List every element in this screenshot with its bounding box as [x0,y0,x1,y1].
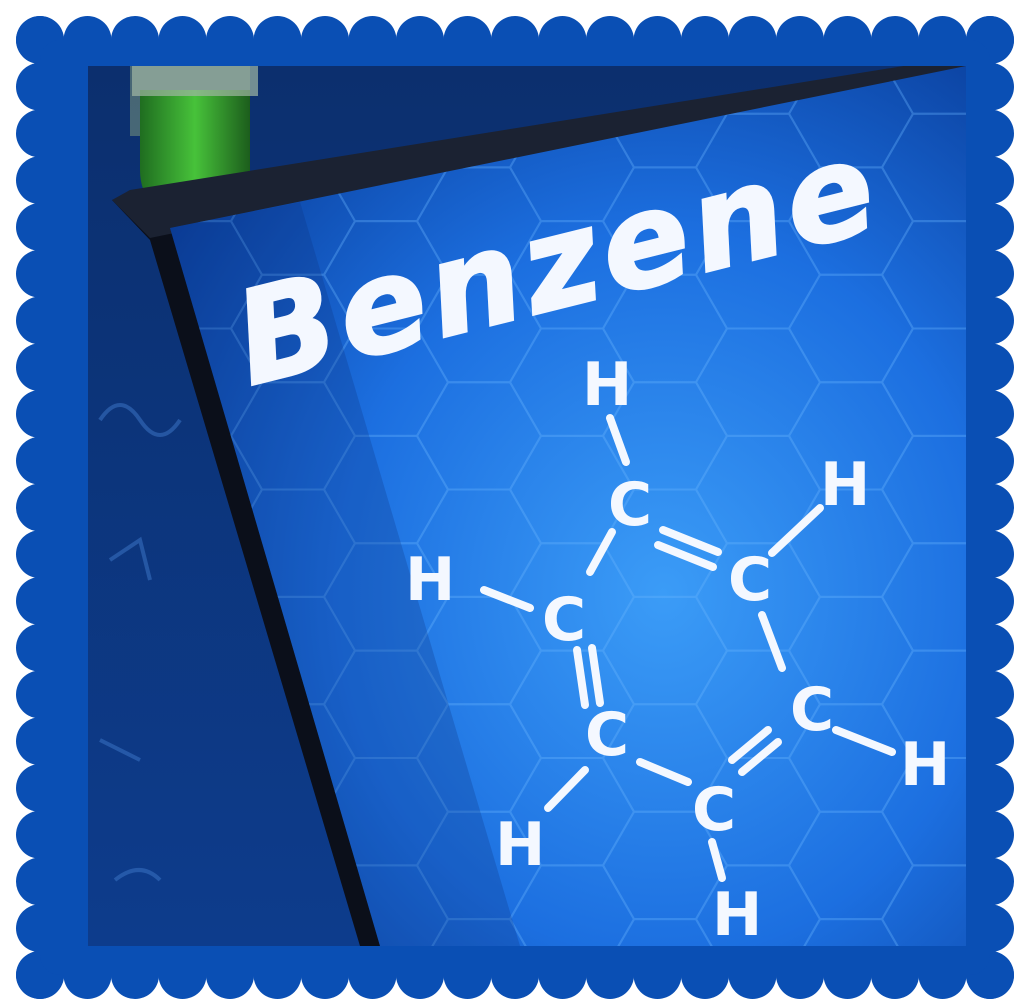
atom-h-top: H [582,350,632,420]
atom-labels: H C H C H C C H C C H H [405,350,950,950]
atom-h-bottom: H [712,880,762,950]
atom-c5: C [585,700,629,770]
atom-c2: C [728,545,772,615]
atom-c6: C [542,585,586,655]
atom-h-right-bottom: H [900,730,950,800]
tablet-screen [170,66,966,946]
benzene-structure [480,414,896,882]
atom-h-left-bottom: H [495,810,545,880]
atom-h-right-top: H [820,450,870,520]
atom-h-left: H [405,545,455,615]
atom-c3: C [790,675,834,745]
photo: Benzene [88,66,966,950]
atom-c4: C [692,775,736,845]
atom-c1: C [608,470,652,540]
test-tube [130,66,258,215]
